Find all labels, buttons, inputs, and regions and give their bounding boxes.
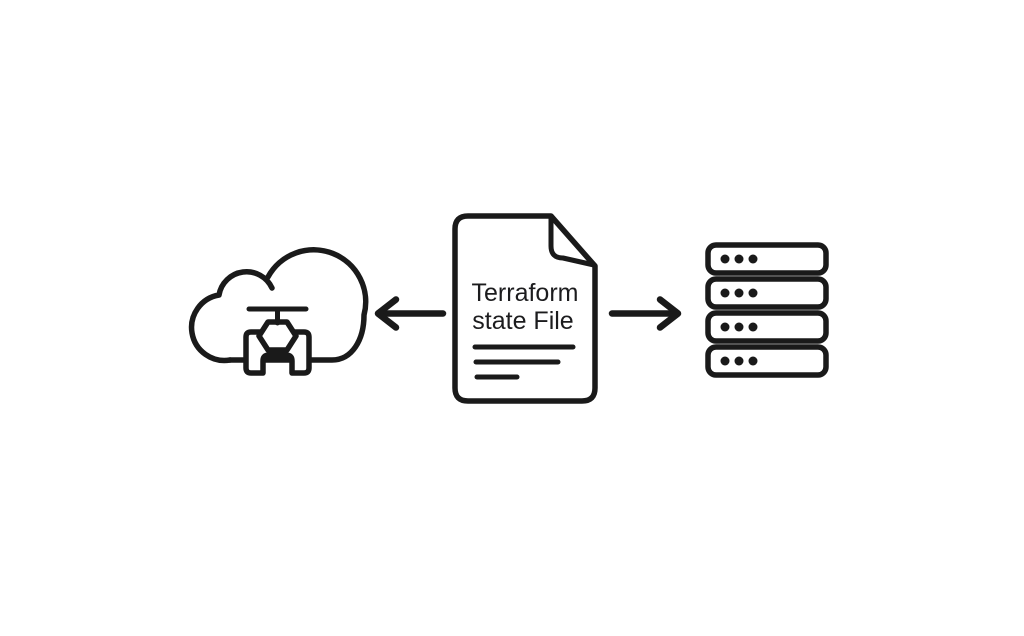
server-led-dot bbox=[748, 254, 758, 264]
server-rack bbox=[705, 242, 829, 276]
server-led-dot bbox=[734, 288, 744, 298]
server-stack-icon bbox=[705, 242, 829, 378]
valve-node-icon bbox=[243, 306, 312, 376]
server-rack bbox=[705, 344, 829, 378]
server-led-dot bbox=[720, 288, 730, 298]
server-rack-body bbox=[705, 344, 829, 378]
cloud-outline-left bbox=[188, 269, 275, 364]
file-label-line-2: state File bbox=[472, 307, 573, 335]
server-led-dot bbox=[720, 322, 730, 332]
server-led-dot bbox=[720, 356, 730, 366]
server-rack-body bbox=[705, 242, 829, 276]
terraform-state-file-node: Terraform state File bbox=[452, 213, 598, 404]
document-icon bbox=[452, 213, 598, 404]
server-rack-body bbox=[705, 276, 829, 310]
file-label-line-1: Terraform bbox=[472, 279, 579, 307]
arrow-right-head bbox=[656, 296, 682, 331]
server-rack-body bbox=[705, 310, 829, 344]
server-led-dot bbox=[734, 322, 744, 332]
server-led-dot bbox=[748, 322, 758, 332]
server-led-dot bbox=[748, 288, 758, 298]
valve-hexagon bbox=[256, 319, 299, 353]
arrow-left-icon bbox=[374, 296, 447, 331]
folded-corner-icon bbox=[548, 213, 597, 268]
server-led-dot bbox=[720, 254, 730, 264]
arrow-left-head bbox=[374, 296, 400, 331]
server-led-dot bbox=[734, 356, 744, 366]
cloud-outline-right bbox=[227, 247, 369, 363]
server-led-dot bbox=[734, 254, 744, 264]
server-led-dot bbox=[748, 356, 758, 366]
cloud-icon bbox=[188, 247, 369, 376]
server-rack bbox=[705, 276, 829, 310]
server-rack bbox=[705, 310, 829, 344]
arrow-right-icon bbox=[608, 296, 682, 331]
